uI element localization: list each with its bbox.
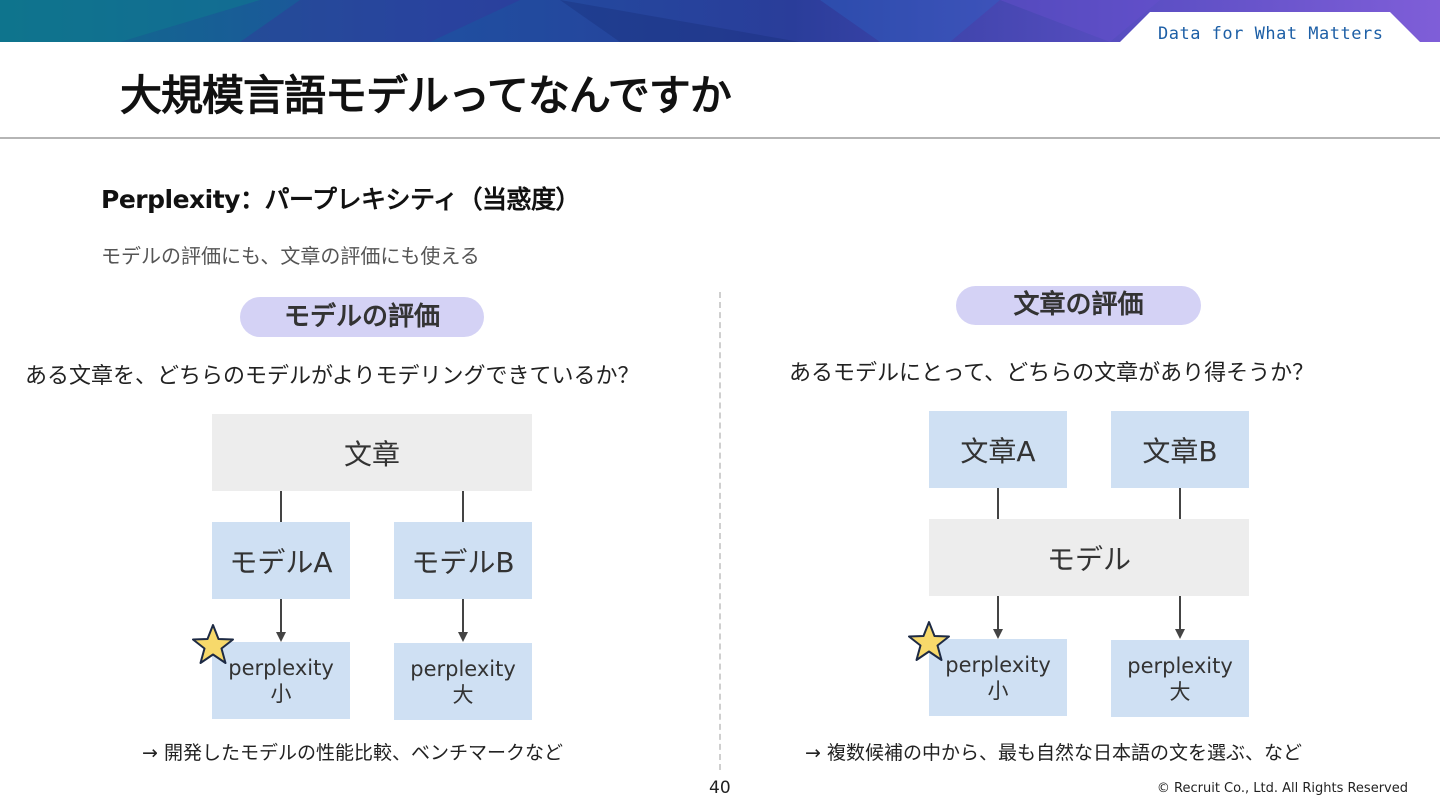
left-model-a-box: モデルA xyxy=(212,522,350,599)
banner-graphic xyxy=(0,0,1440,42)
right-arrowhead-a xyxy=(993,629,1003,639)
left-connector-b xyxy=(462,491,464,522)
brand-tagline: Data for What Matters xyxy=(1158,24,1384,44)
left-note: → 開発したモデルの性能比較、ベンチマークなど xyxy=(142,742,563,764)
right-result-a-line1: perplexity xyxy=(945,652,1051,677)
right-connector-b xyxy=(1179,488,1181,519)
section-subtitle: Perplexity：パープレキシティ（当惑度） xyxy=(101,185,580,214)
right-model-box: モデル xyxy=(929,519,1249,596)
left-star-icon xyxy=(192,624,234,664)
left-model-b-box: モデルB xyxy=(394,522,532,599)
right-result-a-box: perplexity 小 xyxy=(929,639,1067,716)
right-question: あるモデルにとって、どちらの文章があり得そうか？ xyxy=(789,361,1315,386)
copyright: © Recruit Co., Ltd. All Rights Reserved xyxy=(1156,781,1408,796)
left-question: ある文章を、どちらのモデルがよりモデリングできているか？ xyxy=(25,364,640,389)
right-heading-pill: 文章の評価 xyxy=(956,286,1201,325)
left-heading-pill: モデルの評価 xyxy=(240,297,484,337)
left-result-a-line1: perplexity xyxy=(228,655,334,680)
left-result-a-line2: 小 xyxy=(270,681,292,706)
left-arrow-b xyxy=(462,599,464,632)
title-divider xyxy=(0,137,1440,139)
page-title: 大規模言語モデルってなんですか xyxy=(120,71,732,120)
right-result-b-box: perplexity 大 xyxy=(1111,640,1249,717)
right-arrowhead-b xyxy=(1175,629,1185,639)
right-result-b-line2: 大 xyxy=(1169,679,1191,704)
left-arrowhead-b xyxy=(458,632,468,642)
left-text-box: 文章 xyxy=(212,414,532,491)
section-description: モデルの評価にも、文章の評価にも使える xyxy=(101,244,480,268)
header-banner xyxy=(0,0,1440,42)
left-result-a-box: perplexity 小 xyxy=(212,642,350,719)
right-arrow-b xyxy=(1179,596,1181,629)
right-connector-a xyxy=(997,488,999,519)
right-note: → 複数候補の中から、最も自然な日本語の文を選ぶ、など xyxy=(805,742,1302,764)
right-result-a-line2: 小 xyxy=(987,678,1009,703)
left-arrowhead-a xyxy=(276,632,286,642)
right-star-icon xyxy=(908,621,950,661)
page-number: 40 xyxy=(709,778,731,798)
left-result-b-line2: 大 xyxy=(452,682,474,707)
left-arrow-a xyxy=(280,599,282,632)
left-connector-a xyxy=(280,491,282,522)
left-result-b-box: perplexity 大 xyxy=(394,643,532,720)
right-arrow-a xyxy=(997,596,999,629)
right-result-b-line1: perplexity xyxy=(1127,653,1233,678)
right-sentence-b-box: 文章B xyxy=(1111,411,1249,488)
left-result-b-line1: perplexity xyxy=(410,656,516,681)
column-divider xyxy=(719,292,721,770)
right-sentence-a-box: 文章A xyxy=(929,411,1067,488)
